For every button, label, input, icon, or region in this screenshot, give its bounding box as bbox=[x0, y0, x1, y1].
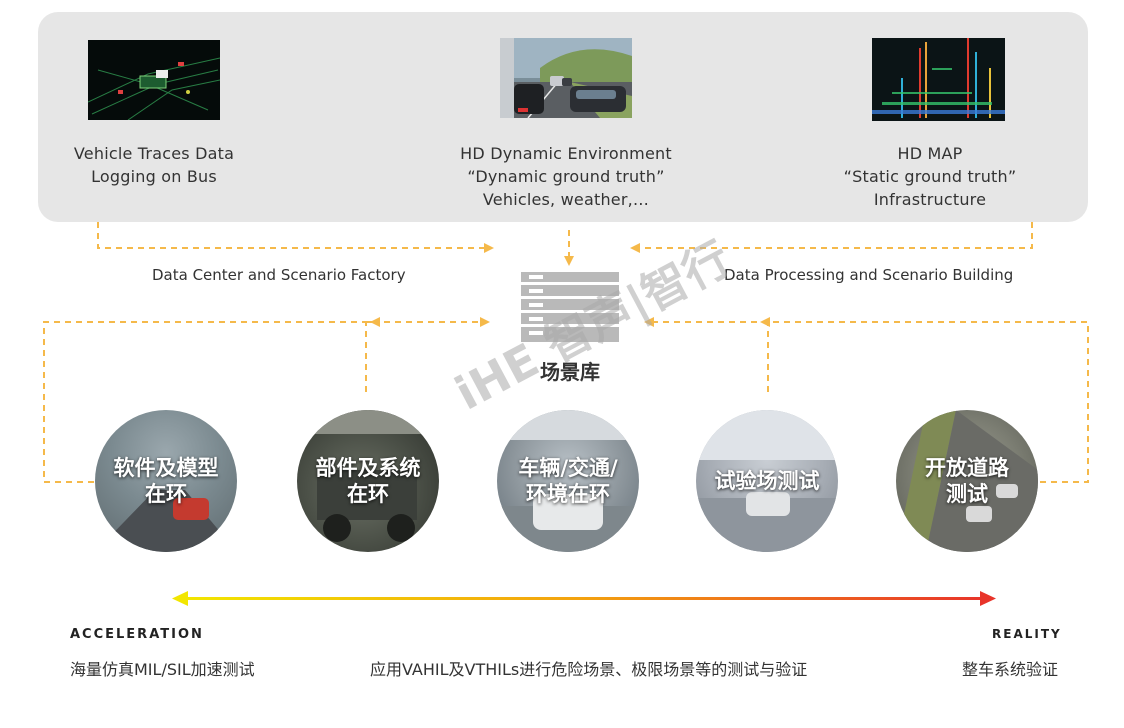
mil-sil-caption: 海量仿真MIL/SIL加速测试 bbox=[70, 660, 255, 679]
mil-sil-test-node: 软件及模型在环 bbox=[95, 410, 237, 552]
vahil-caption: 应用VAHIL及VTHILs进行危险场景、极限场景等的测试与验证 bbox=[370, 660, 808, 679]
hd-environment-thumbnail bbox=[500, 38, 632, 118]
database-icon bbox=[521, 272, 619, 342]
data-processing-label: Data Processing and Scenario Building bbox=[724, 266, 1014, 284]
hd-dynamic-environment-label: HD Dynamic Environment “Dynamic ground t… bbox=[460, 144, 672, 209]
data-center-label: Data Center and Scenario Factory bbox=[152, 266, 406, 284]
vehicle-traces-thumbnail bbox=[88, 40, 220, 120]
vehicle-traffic-env-test-node: 车辆/交通/环境在环 bbox=[497, 410, 639, 552]
proving-ground-test-node: 试验场测试 bbox=[696, 410, 838, 552]
reality-label: REALITY bbox=[992, 627, 1062, 641]
acceleration-label: ACCELERATION bbox=[70, 627, 204, 642]
acceleration-reality-arrow bbox=[172, 591, 996, 606]
hd-map-label: HD MAP “Static ground truth” Infrastruct… bbox=[843, 144, 1017, 209]
vehicle-traces-label: Vehicle Traces Data Logging on Bus bbox=[73, 144, 235, 186]
hd-map-thumbnail bbox=[872, 38, 1005, 121]
open-road-test-node: 开放道路测试 bbox=[896, 410, 1038, 552]
component-hil-test-node: 部件及系统在环 bbox=[297, 410, 439, 552]
vehicle-validation-caption: 整车系统验证 bbox=[962, 660, 1059, 679]
scenario-library-title: 场景库 bbox=[540, 360, 600, 384]
